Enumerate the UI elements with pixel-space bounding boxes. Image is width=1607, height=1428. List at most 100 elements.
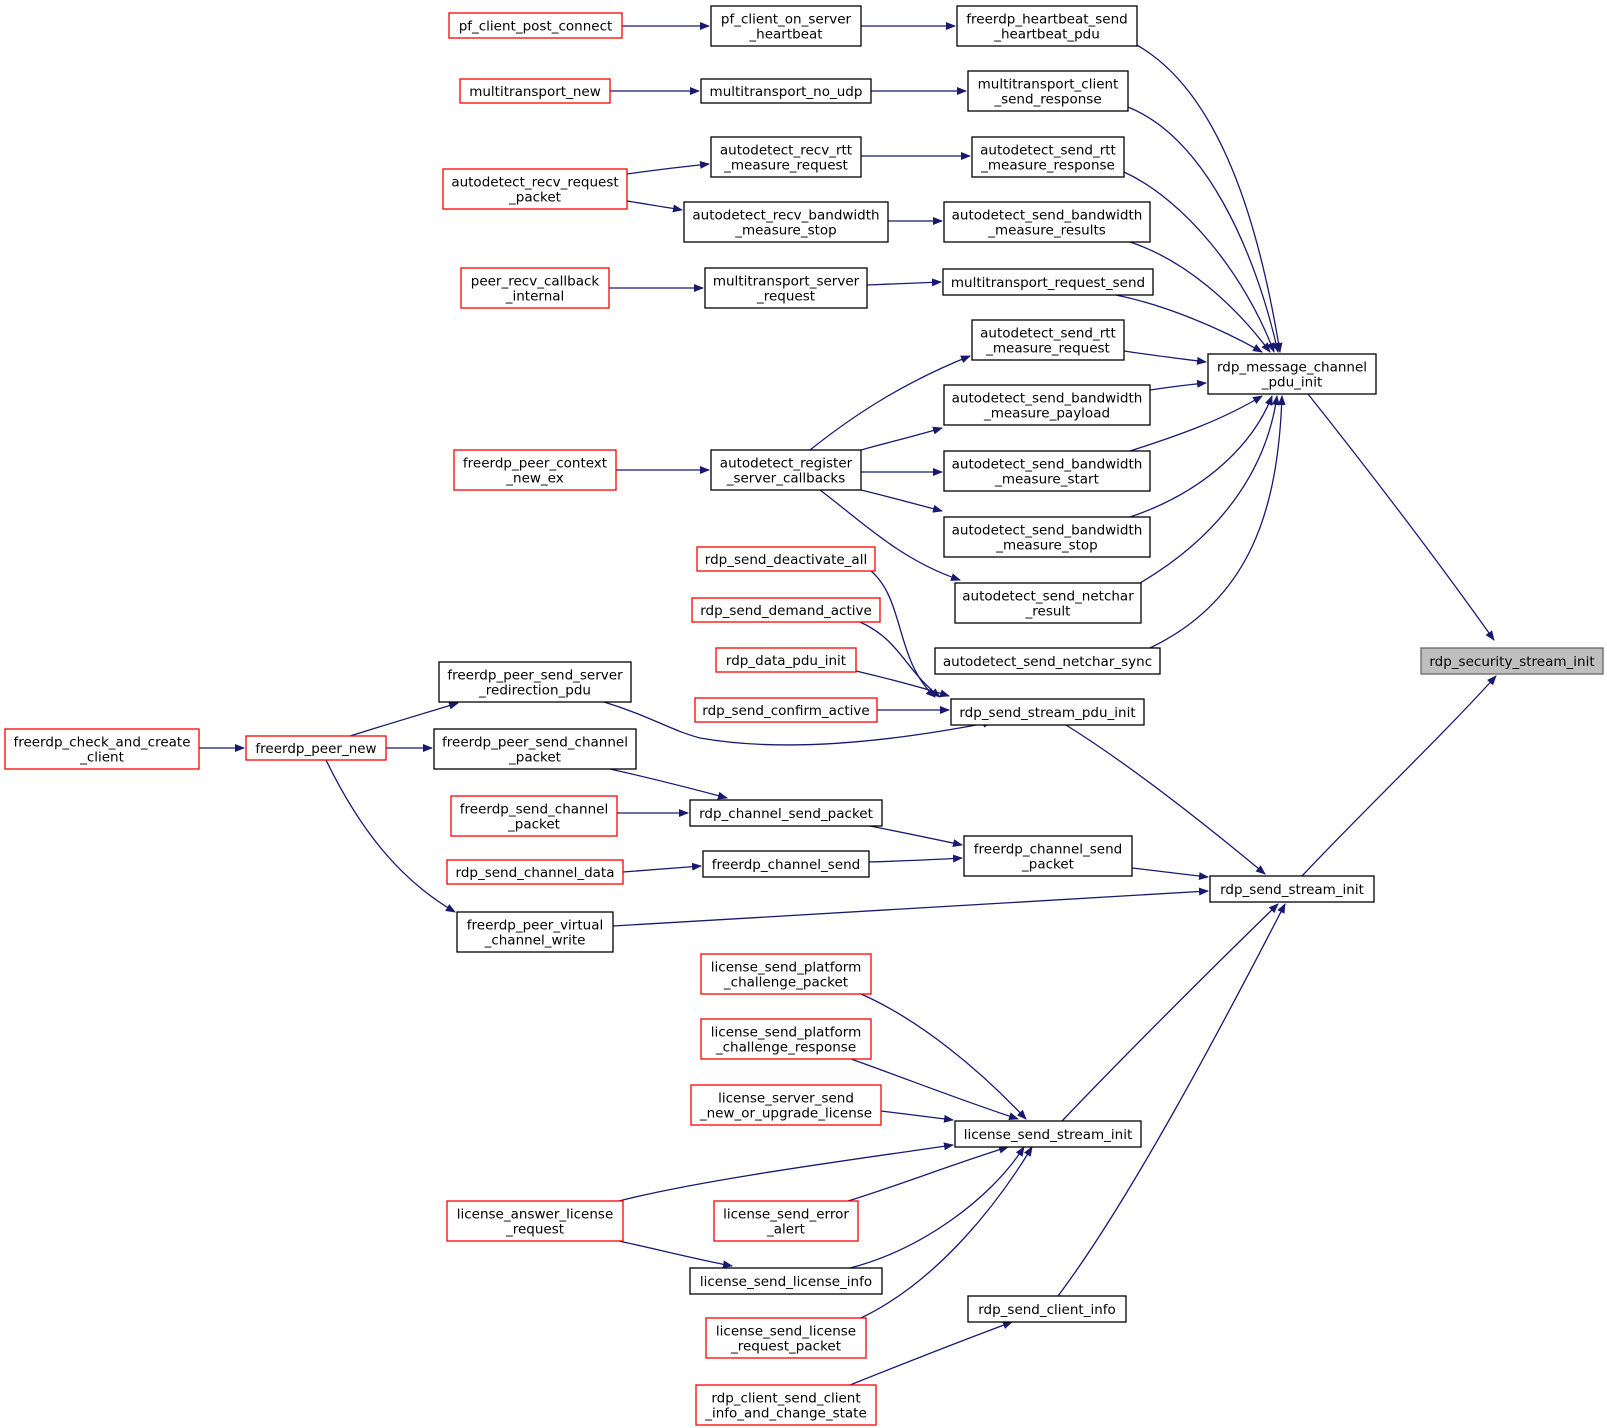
edge-autodetect_send_rtt_measure_request-to-rdp_message_channel_pdu_init: [1123, 350, 1207, 365]
edge-autodetect_send_bandwidth_measure_results-to-rdp_message_channel_pdu_init: [1129, 241, 1271, 353]
node-box: [1207, 353, 1377, 395]
node-label: _measure_results: [987, 223, 1106, 239]
node-freerdp_peer_send_server_redirection_pdu[interactable]: freerdp_peer_send_server_redirection_pdu: [438, 661, 632, 703]
node-label: _challenge_response: [715, 1040, 856, 1056]
edge-freerdp_peer_send_channel_packet-to-rdp_channel_send_packet: [609, 768, 728, 800]
node-freerdp_check_and_create_client[interactable]: freerdp_check_and_create_client: [4, 728, 200, 770]
node-label: rdp_client_send_client: [711, 1391, 860, 1407]
node-rdp_send_deactivate_all[interactable]: rdp_send_deactivate_all: [696, 546, 876, 572]
node-label: rdp_channel_send_packet: [699, 806, 873, 822]
node-license_send_license_request_packet[interactable]: license_send_license_request_packet: [705, 1317, 867, 1359]
node-label: autodetect_send_bandwidth: [952, 457, 1143, 473]
edge-rdp_send_client_info-to-rdp_send_stream_init: [1057, 903, 1286, 1297]
node-label: _heartbeat_pdu: [993, 27, 1100, 43]
node-autodetect_recv_request_packet[interactable]: autodetect_recv_request_packet: [442, 168, 628, 210]
node-label: freerdp_peer_context: [463, 456, 607, 472]
node-box: [453, 449, 617, 491]
node-label: rdp_security_stream_init: [1429, 654, 1594, 670]
edge-rdp_send_demand_active-to-rdp_send_stream_pdu_init: [859, 621, 941, 698]
node-autodetect_send_netchar_result[interactable]: autodetect_send_netchar_result: [954, 582, 1142, 624]
node-pf_client_on_server_heartbeat[interactable]: pf_client_on_server_heartbeat: [710, 5, 862, 47]
node-rdp_security_stream_init[interactable]: rdp_security_stream_init: [1420, 647, 1604, 675]
edge-freerdp_heartbeat_send_heartbeat_pdu-to-rdp_message_channel_pdu_init: [1134, 43, 1283, 353]
node-box: [963, 835, 1133, 877]
node-rdp_send_channel_data[interactable]: rdp_send_channel_data: [446, 859, 624, 885]
node-freerdp_send_channel_packet[interactable]: freerdp_send_channel_packet: [450, 795, 618, 837]
node-license_send_platform_challenge_response[interactable]: license_send_platform_challenge_response: [700, 1018, 872, 1060]
node-rdp_send_stream_pdu_init[interactable]: rdp_send_stream_pdu_init: [950, 698, 1145, 726]
node-autodetect_send_bandwidth_measure_start[interactable]: autodetect_send_bandwidth_measure_start: [943, 450, 1151, 492]
node-rdp_channel_send_packet[interactable]: rdp_channel_send_packet: [689, 799, 883, 827]
node-rdp_send_confirm_active[interactable]: rdp_send_confirm_active: [694, 697, 878, 723]
node-box: [459, 78, 611, 104]
node-rdp_send_demand_active[interactable]: rdp_send_demand_active: [691, 597, 881, 623]
node-label: _measure_request: [985, 341, 1110, 357]
node-box: [967, 1295, 1127, 1323]
node-label: _internal: [505, 289, 565, 305]
node-box: [1209, 875, 1375, 903]
node-autodetect_register_server_callbacks[interactable]: autodetect_register_server_callbacks: [710, 449, 862, 491]
node-label: _alert: [766, 1222, 805, 1238]
edge-rdp_send_deactivate_all-to-rdp_send_stream_pdu_init: [870, 570, 936, 698]
node-label: rdp_send_deactivate_all: [705, 552, 867, 568]
node-rdp_send_client_info[interactable]: rdp_send_client_info: [967, 1295, 1127, 1323]
node-rdp_data_pdu_init[interactable]: rdp_data_pdu_init: [715, 647, 857, 673]
node-label: rdp_send_demand_active: [700, 603, 872, 619]
node-license_send_license_info[interactable]: license_send_license_info: [689, 1267, 883, 1295]
node-label: _request: [505, 1222, 564, 1238]
node-rdp_send_stream_init[interactable]: rdp_send_stream_init: [1209, 875, 1375, 903]
node-multitransport_new[interactable]: multitransport_new: [459, 78, 611, 104]
node-label: _measure_stop: [995, 538, 1098, 554]
node-label: _heartbeat: [748, 27, 822, 43]
node-autodetect_send_rtt_measure_response[interactable]: autodetect_send_rtt_measure_response: [971, 136, 1125, 178]
node-autodetect_send_bandwidth_measure_stop[interactable]: autodetect_send_bandwidth_measure_stop: [943, 516, 1151, 558]
edge-license_send_stream_init-to-rdp_send_stream_init: [1061, 903, 1279, 1122]
node-multitransport_no_udp[interactable]: multitransport_no_udp: [700, 78, 872, 104]
node-label: _measure_payload: [983, 406, 1110, 422]
node-label: license_send_platform: [711, 1025, 861, 1041]
node-autodetect_send_rtt_measure_request[interactable]: autodetect_send_rtt_measure_request: [971, 319, 1125, 361]
node-label: freerdp_send_channel: [460, 802, 608, 818]
node-freerdp_channel_send[interactable]: freerdp_channel_send: [702, 850, 870, 878]
node-freerdp_peer_send_channel_packet[interactable]: freerdp_peer_send_channel_packet: [433, 728, 637, 770]
node-multitransport_server_request[interactable]: multitransport_server_request: [704, 267, 868, 309]
node-pf_client_post_connect[interactable]: pf_client_post_connect: [448, 12, 623, 39]
node-license_send_platform_challenge_packet[interactable]: license_send_platform_challenge_packet: [700, 953, 872, 995]
node-multitransport_client_send_response[interactable]: multitransport_client_send_response: [967, 70, 1129, 112]
node-freerdp_peer_new[interactable]: freerdp_peer_new: [245, 735, 387, 761]
node-box: [448, 12, 623, 39]
node-license_server_send_new_or_upgrade_license[interactable]: license_server_send_new_or_upgrade_licen…: [690, 1084, 882, 1126]
node-autodetect_send_bandwidth_measure_results[interactable]: autodetect_send_bandwidth_measure_result…: [943, 201, 1151, 243]
node-label: license_send_license: [716, 1324, 856, 1340]
node-freerdp_peer_context_new_ex[interactable]: freerdp_peer_context_new_ex: [453, 449, 617, 491]
node-label: _measure_request: [723, 158, 848, 174]
node-license_send_stream_init[interactable]: license_send_stream_init: [954, 1120, 1142, 1148]
node-autodetect_send_netchar_sync[interactable]: autodetect_send_netchar_sync: [934, 647, 1161, 675]
node-box: [690, 1084, 882, 1126]
node-box: [456, 911, 614, 953]
edge-rdp_channel_send_packet-to-freerdp_channel_send_packet: [869, 825, 963, 847]
node-license_send_error_alert[interactable]: license_send_error_alert: [713, 1200, 859, 1242]
edge-license_send_platform_challenge_response-to-license_send_stream_init: [850, 1058, 1019, 1120]
node-multitransport_request_send[interactable]: multitransport_request_send: [942, 268, 1154, 296]
node-freerdp_channel_send_packet[interactable]: freerdp_channel_send_packet: [963, 835, 1133, 877]
node-label: autodetect_recv_rtt: [720, 143, 852, 159]
node-label: license_server_send: [718, 1091, 854, 1107]
node-label: _info_and_change_state: [704, 1406, 867, 1422]
node-license_answer_license_request[interactable]: license_answer_license_request: [446, 1200, 624, 1242]
node-autodetect_recv_rtt_measure_request[interactable]: autodetect_recv_rtt_measure_request: [710, 136, 862, 178]
node-label: _packet: [1021, 857, 1074, 873]
node-label: _redirection_pdu: [478, 683, 591, 699]
node-label: license_send_license_info: [700, 1274, 872, 1290]
node-label: _result: [1025, 604, 1071, 620]
edges-layer: [198, 22, 1497, 1386]
node-autodetect_send_bandwidth_measure_payload[interactable]: autodetect_send_bandwidth_measure_payloa…: [943, 384, 1151, 426]
node-freerdp_heartbeat_send_heartbeat_pdu[interactable]: freerdp_heartbeat_send_heartbeat_pdu: [956, 5, 1138, 47]
node-rdp_message_channel_pdu_init[interactable]: rdp_message_channel_pdu_init: [1207, 353, 1377, 395]
node-rdp_client_send_client_info_and_change_state[interactable]: rdp_client_send_client_info_and_change_s…: [695, 1384, 877, 1426]
node-freerdp_peer_virtual_channel_write[interactable]: freerdp_peer_virtual_channel_write: [456, 911, 614, 953]
node-box: [704, 267, 868, 309]
node-box: [700, 78, 872, 104]
node-peer_recv_callback_internal[interactable]: peer_recv_callback_internal: [460, 267, 610, 309]
node-autodetect_recv_bandwidth_measure_stop[interactable]: autodetect_recv_bandwidth_measure_stop: [683, 201, 889, 243]
